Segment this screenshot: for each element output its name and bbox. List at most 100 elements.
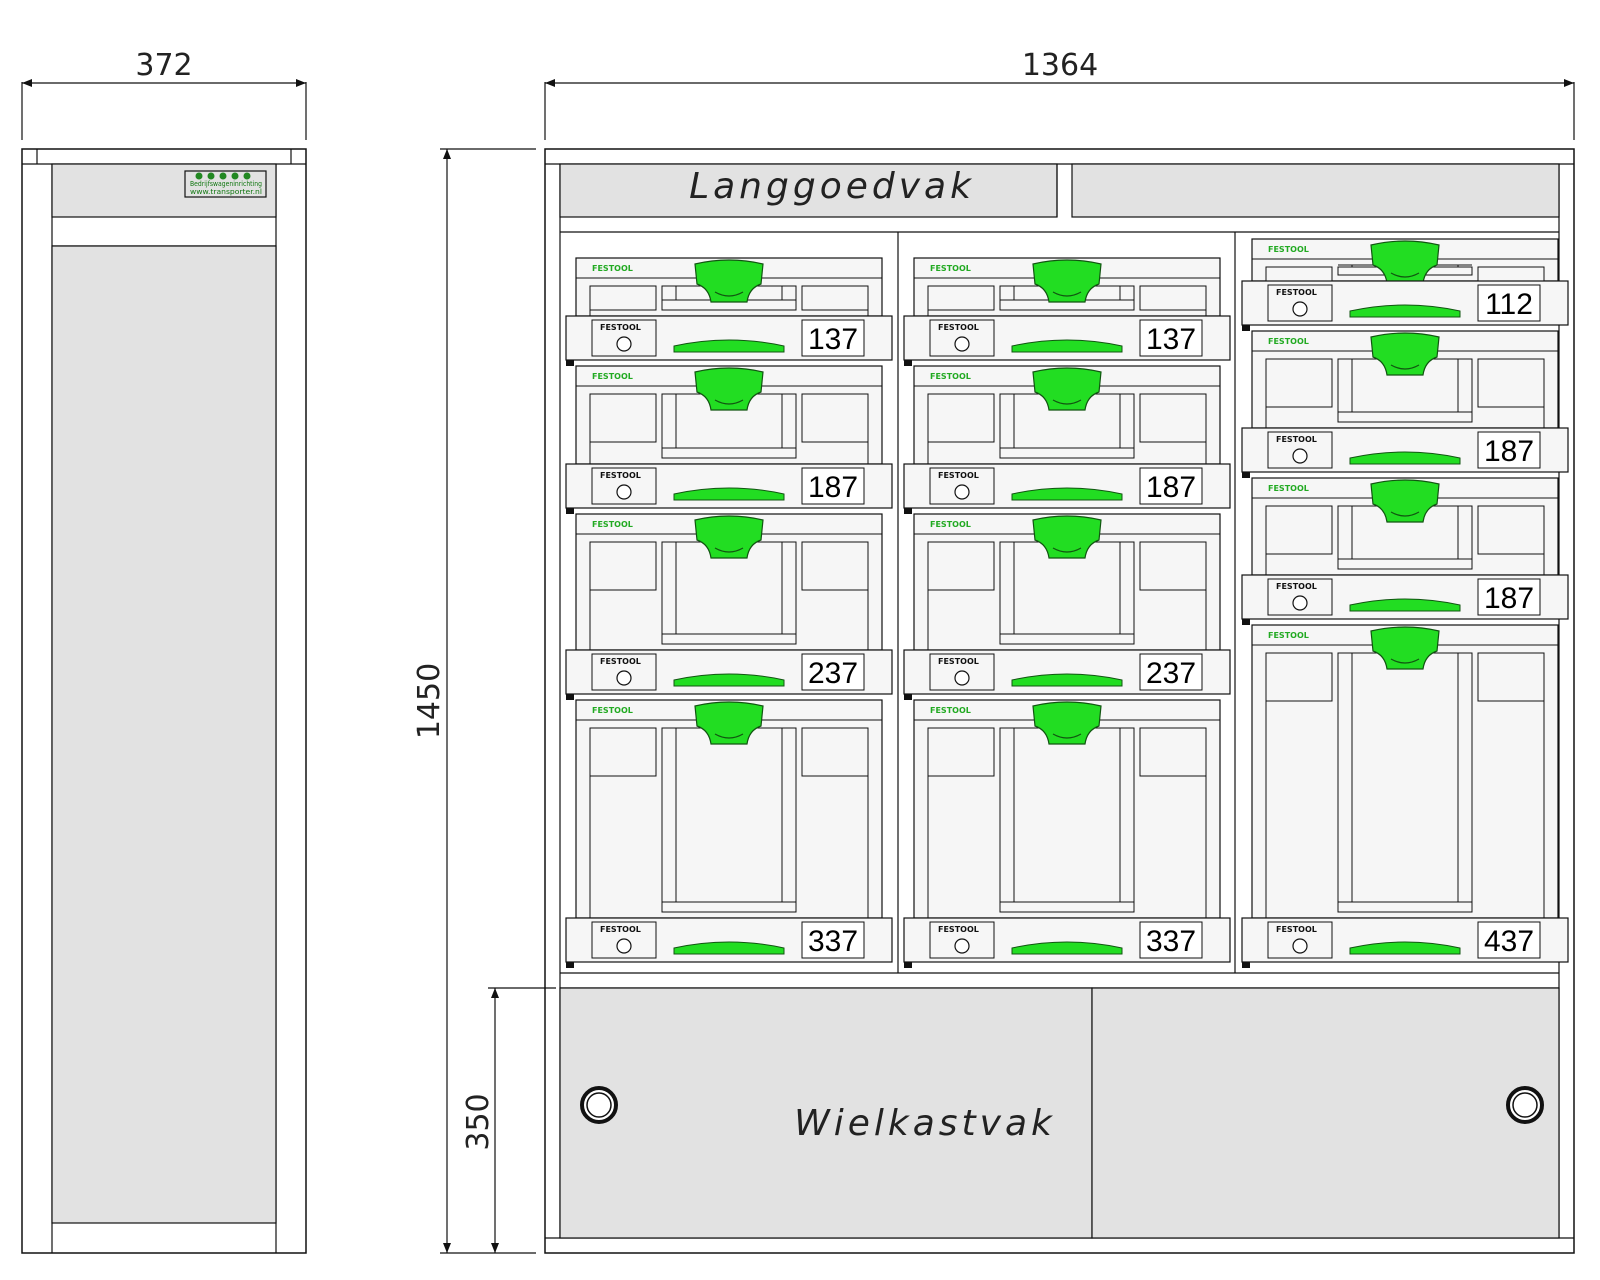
systainer-size-label: 137 bbox=[1146, 323, 1196, 356]
systainer-box: FESTOOL FESTOOL 187 bbox=[1241, 477, 1569, 625]
door-knob-right bbox=[1506, 1086, 1544, 1124]
front-handle-green bbox=[1011, 673, 1123, 687]
systainer-size-label: 337 bbox=[808, 925, 858, 958]
systainer-size-label: 237 bbox=[808, 657, 858, 690]
brand-label-front: FESTOOL bbox=[600, 657, 641, 666]
logo-line1: Bedrijfswageninrichting bbox=[190, 180, 262, 188]
systainer-size-label: 187 bbox=[1484, 582, 1534, 615]
wielkastvak-left-panel bbox=[559, 987, 1093, 1239]
latch-icon bbox=[1292, 448, 1308, 464]
top-handle-green bbox=[1370, 626, 1440, 670]
systainer-size-label: 137 bbox=[808, 323, 858, 356]
top-handle-green bbox=[1032, 259, 1102, 303]
systainer-size-label: 337 bbox=[1146, 925, 1196, 958]
front-handle-green bbox=[673, 339, 785, 353]
logo-line2: www.transporter.nl bbox=[190, 188, 262, 196]
top-handle-green bbox=[694, 259, 764, 303]
brand-label-front: FESTOOL bbox=[1276, 435, 1317, 444]
latch-icon bbox=[616, 336, 632, 352]
brand-label-front: FESTOOL bbox=[1276, 925, 1317, 934]
systainer-size-label: 187 bbox=[1484, 435, 1534, 468]
top-handle-green bbox=[694, 367, 764, 411]
systainer-box: FESTOOL FESTOOL 137 bbox=[565, 257, 893, 366]
height-label: 1450 bbox=[412, 663, 447, 739]
brand-label-front: FESTOOL bbox=[938, 471, 979, 480]
brand-label-front: FESTOOL bbox=[600, 471, 641, 480]
top-handle-green bbox=[1370, 332, 1440, 376]
front-width-label: 1364 bbox=[1022, 48, 1098, 83]
systainer-size-label: 437 bbox=[1484, 925, 1534, 958]
latch-icon bbox=[616, 484, 632, 500]
side-main-panel bbox=[51, 245, 277, 1224]
brand-label-top: FESTOOL bbox=[592, 520, 633, 529]
front-handle-green bbox=[673, 941, 785, 955]
side-view: Bedrijfswageninrichting www.transporter.… bbox=[21, 148, 307, 1254]
latch-icon bbox=[954, 484, 970, 500]
brand-label-front: FESTOOL bbox=[938, 657, 979, 666]
front-handle-green bbox=[1011, 941, 1123, 955]
systainer-box: FESTOOL FESTOOL 137 bbox=[903, 257, 1231, 366]
lower-height-dimension: 350 bbox=[461, 987, 556, 1253]
latch-icon bbox=[616, 938, 632, 954]
latch-icon bbox=[954, 336, 970, 352]
door-knob-left bbox=[580, 1086, 618, 1124]
brand-label-top: FESTOOL bbox=[1268, 484, 1309, 493]
front-handle-green bbox=[1011, 339, 1123, 353]
systainer-box: FESTOOL FESTOOL 437 bbox=[1241, 624, 1569, 968]
systainer-box: FESTOOL FESTOOL 237 bbox=[565, 513, 893, 700]
side-width-dimension: 372 bbox=[21, 48, 307, 140]
systainer-box: FESTOOL FESTOOL 112 bbox=[1241, 238, 1569, 331]
latch-icon bbox=[954, 670, 970, 686]
latch-icon bbox=[1292, 301, 1308, 317]
top-handle-green bbox=[1032, 367, 1102, 411]
brand-label-top: FESTOOL bbox=[1268, 337, 1309, 346]
front-handle-green bbox=[673, 673, 785, 687]
latch-icon bbox=[1292, 938, 1308, 954]
systainer-size-label: 237 bbox=[1146, 657, 1196, 690]
brand-label-top: FESTOOL bbox=[930, 520, 971, 529]
top-handle-green bbox=[1370, 240, 1440, 284]
brand-label-front: FESTOOL bbox=[1276, 288, 1317, 297]
systainer-size-label: 187 bbox=[1146, 471, 1196, 504]
langgoedvak-left-panel bbox=[559, 163, 1058, 218]
top-handle-green bbox=[1032, 701, 1102, 745]
front-handle-green bbox=[1349, 941, 1461, 955]
latch-icon bbox=[1292, 595, 1308, 611]
latch-icon bbox=[616, 670, 632, 686]
brand-label-top: FESTOOL bbox=[930, 372, 971, 381]
langgoedvak-label: Langgoedvak bbox=[689, 166, 975, 207]
top-handle-green bbox=[1370, 479, 1440, 523]
systainer-box: FESTOOL FESTOOL 337 bbox=[565, 699, 893, 968]
front-handle-green bbox=[1011, 487, 1123, 501]
brand-label-top: FESTOOL bbox=[1268, 631, 1309, 640]
systainer-box: FESTOOL FESTOOL 237 bbox=[903, 513, 1231, 700]
brand-label-top: FESTOOL bbox=[1268, 245, 1309, 254]
brand-label-front: FESTOOL bbox=[938, 925, 979, 934]
langgoedvak-right-panel bbox=[1071, 163, 1560, 218]
brand-label-front: FESTOOL bbox=[938, 323, 979, 332]
height-dimension: 1450 bbox=[412, 148, 536, 1254]
brand-label-top: FESTOOL bbox=[592, 706, 633, 715]
front-handle-green bbox=[1349, 451, 1461, 465]
front-width-dimension: 1364 bbox=[544, 48, 1575, 140]
front-handle-green bbox=[1349, 598, 1461, 612]
systainer-box: FESTOOL FESTOOL 187 bbox=[1241, 330, 1569, 478]
top-handle-green bbox=[694, 515, 764, 559]
brand-label-top: FESTOOL bbox=[592, 264, 633, 273]
side-width-label: 372 bbox=[135, 48, 192, 83]
brand-label-front: FESTOOL bbox=[1276, 582, 1317, 591]
top-handle-green bbox=[694, 701, 764, 745]
latch-icon bbox=[954, 938, 970, 954]
wielkastvak-label: Wielkastvak bbox=[794, 1103, 1056, 1144]
brand-label-top: FESTOOL bbox=[930, 706, 971, 715]
systainer-box: FESTOOL FESTOOL 337 bbox=[903, 699, 1231, 968]
brand-label-front: FESTOOL bbox=[600, 323, 641, 332]
company-logo: Bedrijfswageninrichting www.transporter.… bbox=[184, 170, 267, 198]
brand-label-front: FESTOOL bbox=[600, 925, 641, 934]
systainer-size-label: 112 bbox=[1485, 288, 1533, 321]
brand-label-top: FESTOOL bbox=[930, 264, 971, 273]
